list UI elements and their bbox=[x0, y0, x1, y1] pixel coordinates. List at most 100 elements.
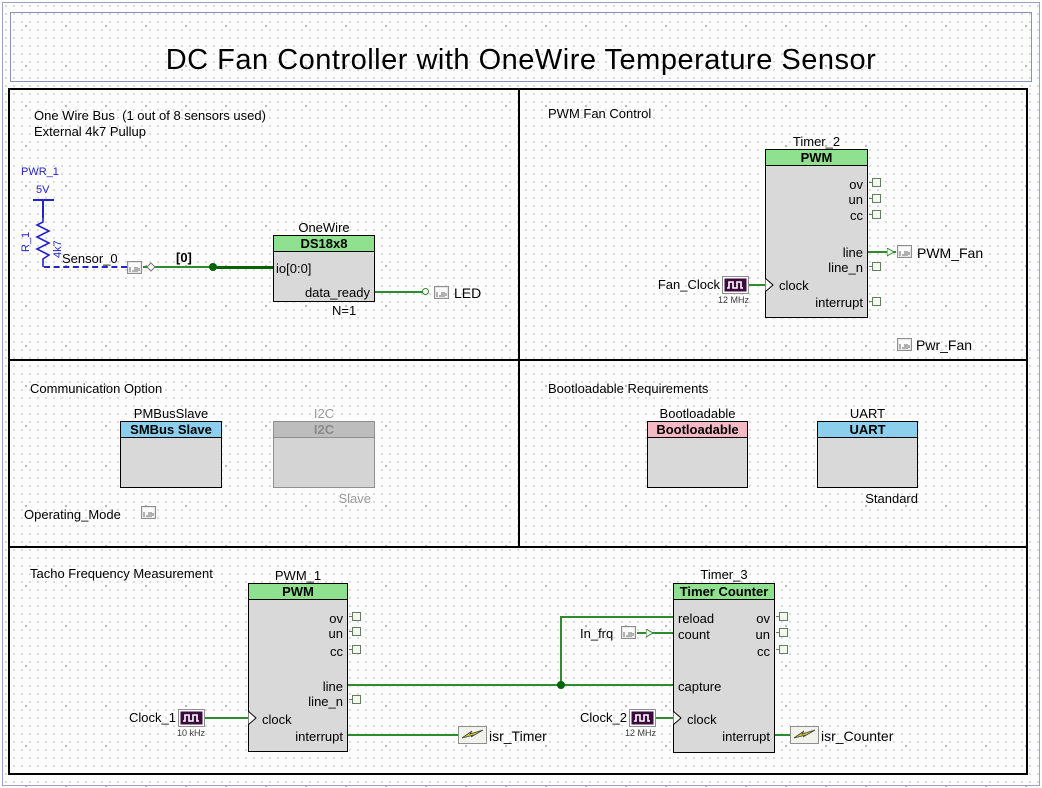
clock1-name: Clock_1 bbox=[129, 710, 176, 725]
pwr-fan-pin-label: Pwr_Fan bbox=[916, 337, 973, 353]
one-wire-heading-line2: External 4k7 Pullup bbox=[34, 124, 147, 139]
pin-icon[interactable] bbox=[434, 286, 449, 299]
sensor-pin-label: Sensor_0 bbox=[62, 251, 118, 266]
component-header: Bootloadable bbox=[648, 422, 747, 438]
pwm-fan-pin-label: PWM_Fan bbox=[917, 245, 984, 261]
clock2-name: Clock_2 bbox=[580, 710, 627, 725]
pin-glyph-icon bbox=[436, 292, 447, 297]
junction-dot bbox=[557, 681, 565, 689]
communication-heading: Communication Option bbox=[30, 381, 163, 396]
port-interrupt: interrupt bbox=[815, 295, 863, 310]
wire-line-pwm-fan[interactable] bbox=[868, 251, 896, 253]
pin-glyph-icon bbox=[899, 344, 910, 349]
port-line: line bbox=[322, 679, 343, 694]
wire-sensor-to-bus[interactable] bbox=[143, 266, 213, 268]
clock-chevron-icon bbox=[248, 711, 257, 726]
terminal-square[interactable] bbox=[869, 194, 881, 203]
wire-branch-vertical[interactable] bbox=[560, 616, 562, 685]
wire-in-frq-count[interactable] bbox=[637, 632, 673, 634]
bootloadable-heading: Bootloadable Requirements bbox=[548, 381, 709, 396]
terminal-square[interactable] bbox=[776, 628, 788, 637]
pin-glyph-icon bbox=[143, 512, 154, 517]
clock-icon[interactable] bbox=[722, 276, 749, 294]
component-onewire[interactable]: DS18x8 io[0:0] data_ready bbox=[273, 235, 375, 302]
port-interrupt: interrupt bbox=[722, 729, 770, 744]
port-cc: cc bbox=[757, 644, 770, 659]
title-block[interactable]: DC Fan Controller with OneWire Temperatu… bbox=[10, 12, 1032, 82]
clock-icon[interactable] bbox=[178, 709, 205, 727]
clock-icon[interactable] bbox=[629, 709, 656, 727]
wire-interrupt-isr-timer[interactable] bbox=[348, 734, 458, 736]
pin-icon[interactable] bbox=[127, 261, 142, 274]
terminal-square[interactable] bbox=[349, 627, 361, 636]
terminal-square[interactable] bbox=[869, 178, 881, 187]
wire-clock2[interactable] bbox=[656, 717, 673, 719]
wire-fan-clock[interactable] bbox=[749, 284, 765, 286]
clock2-freq: 12 MHz bbox=[624, 728, 656, 738]
component-title-onewire: OneWire bbox=[298, 220, 350, 235]
terminal-square[interactable] bbox=[349, 645, 361, 654]
onewire-note: N=1 bbox=[332, 303, 357, 318]
component-bootloadable[interactable]: Bootloadable bbox=[647, 421, 748, 488]
terminal-square[interactable] bbox=[869, 297, 881, 306]
component-header: Timer Counter bbox=[674, 584, 774, 600]
analog-wire[interactable] bbox=[44, 266, 127, 268]
schematic-title: DC Fan Controller with OneWire Temperatu… bbox=[165, 44, 877, 76]
wire-line-capture[interactable] bbox=[348, 684, 673, 686]
bus-bit-label: [0] bbox=[176, 250, 192, 265]
diamond-connector-icon bbox=[146, 262, 156, 272]
pin-icon[interactable] bbox=[141, 506, 156, 519]
component-header: SMBus Slave bbox=[121, 422, 221, 438]
power-wire[interactable] bbox=[42, 201, 44, 218]
terminal-square[interactable] bbox=[776, 645, 788, 654]
component-header: UART bbox=[818, 422, 917, 438]
clock-chevron-icon bbox=[673, 711, 682, 726]
terminal-square[interactable] bbox=[349, 612, 361, 621]
pin-glyph-icon bbox=[899, 251, 910, 256]
power-name-label: PWR_1 bbox=[21, 166, 59, 178]
terminal-square[interactable] bbox=[869, 210, 881, 219]
tacho-heading: Tacho Frequency Measurement bbox=[30, 566, 213, 581]
pin-icon[interactable] bbox=[897, 338, 912, 351]
port-un: un bbox=[848, 192, 863, 207]
component-i2c[interactable]: I2C bbox=[273, 421, 375, 488]
component-header: I2C bbox=[274, 422, 374, 438]
component-timer2[interactable]: PWM ov un cc line line_n interrupt clock bbox=[765, 149, 868, 318]
component-uart[interactable]: UART bbox=[817, 421, 918, 488]
terminal-square[interactable] bbox=[349, 695, 361, 704]
wire-data-ready-led[interactable] bbox=[375, 291, 427, 293]
component-pmbus-slave[interactable]: SMBus Slave bbox=[120, 421, 222, 488]
pin-icon[interactable] bbox=[621, 626, 636, 639]
isr-icon[interactable] bbox=[458, 726, 487, 744]
pin-icon[interactable] bbox=[897, 245, 912, 258]
component-timer3[interactable]: Timer Counter reload count capture clock… bbox=[673, 583, 775, 753]
bus-wire[interactable] bbox=[213, 266, 274, 269]
port-line-n: line_n bbox=[308, 694, 343, 709]
one-wire-heading-line1: One Wire Bus (1 out of 8 sensors used) bbox=[34, 108, 266, 123]
wire-end-circle-icon bbox=[422, 288, 429, 295]
wire-branch-reload[interactable] bbox=[560, 616, 673, 618]
port-count: count bbox=[678, 627, 710, 642]
wire-clock1[interactable] bbox=[205, 717, 248, 719]
component-pwm1[interactable]: PWM ov un cc line line_n interrupt clock bbox=[248, 583, 348, 752]
led-pin-label: LED bbox=[454, 285, 482, 301]
resistor-symbol[interactable] bbox=[35, 217, 53, 267]
wire-interrupt-isr-counter[interactable] bbox=[775, 734, 790, 736]
isr-icon[interactable] bbox=[790, 726, 819, 744]
port-clock: clock bbox=[262, 712, 292, 727]
terminal-square[interactable] bbox=[776, 612, 788, 621]
in-frq-pin-label: In_frq bbox=[580, 626, 614, 641]
open-arrow-icon bbox=[646, 629, 654, 638]
component-title-i2c: I2C bbox=[313, 406, 335, 421]
port-ov: ov bbox=[329, 611, 343, 626]
terminal-square[interactable] bbox=[869, 262, 881, 271]
clock1-freq: 10 kHz bbox=[176, 728, 205, 738]
power-rail-symbol[interactable] bbox=[33, 199, 54, 201]
port-line: line bbox=[842, 245, 863, 260]
isr-timer-label: isr_Timer bbox=[489, 728, 547, 744]
isr-counter-label: isr_Counter bbox=[821, 728, 894, 744]
port-capture: capture bbox=[678, 679, 722, 694]
uart-subtitle: Standard bbox=[865, 491, 918, 506]
pin-glyph-icon bbox=[129, 267, 140, 272]
